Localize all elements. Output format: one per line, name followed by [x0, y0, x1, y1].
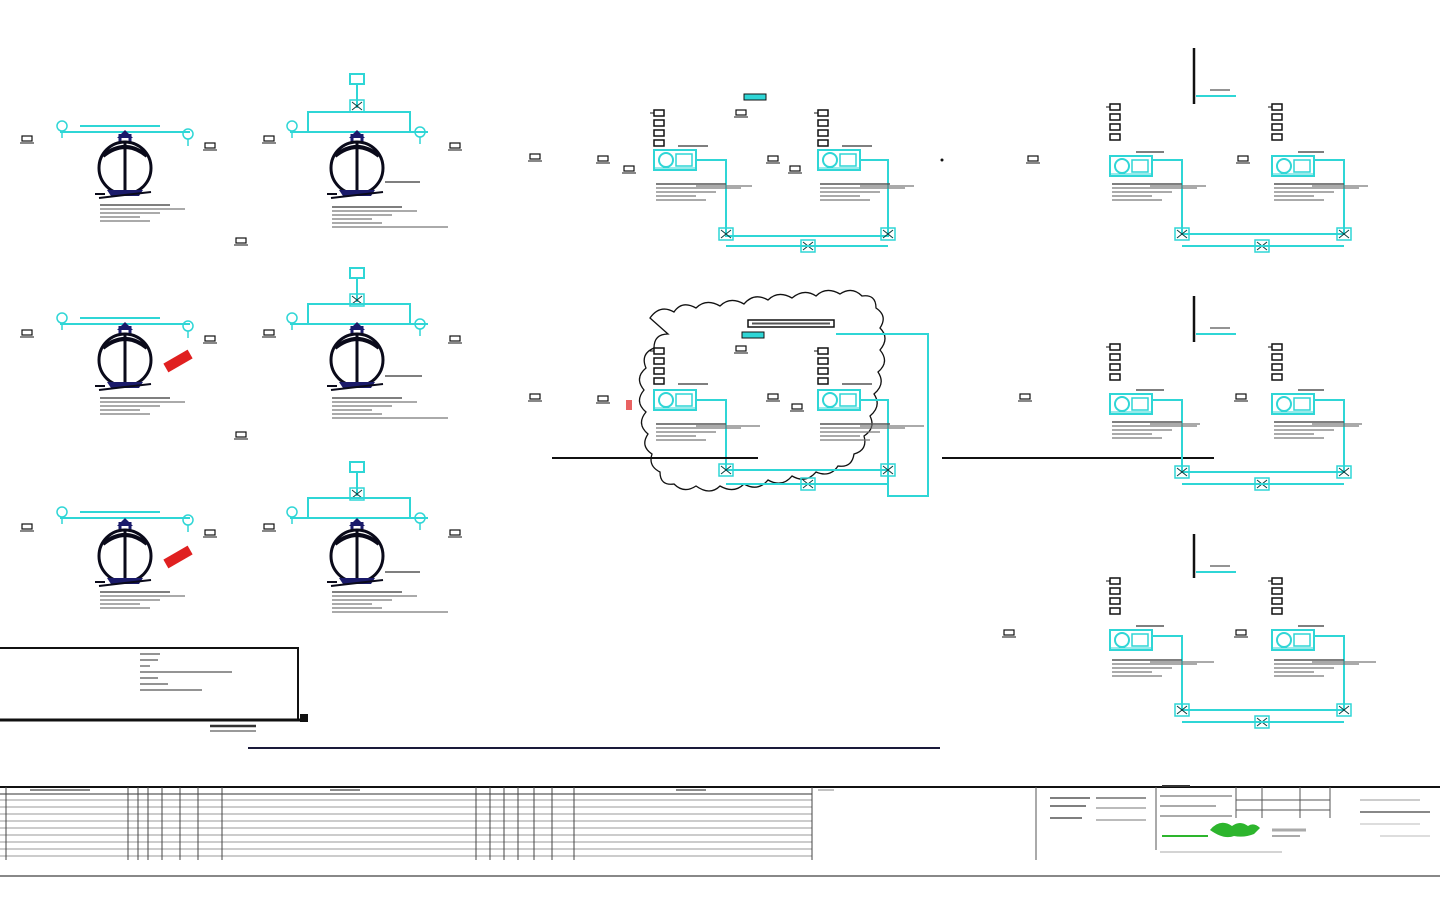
- pump-set-right-2: [1017, 296, 1362, 491]
- pressure-vessel-icon: [93, 128, 153, 200]
- pump-icon: [1271, 155, 1315, 177]
- logo-icon: [1162, 822, 1306, 838]
- legend-box: [0, 647, 308, 732]
- title-block: [0, 785, 1440, 877]
- pressure-vessel-icon: [325, 516, 385, 588]
- pump-icon: [1109, 155, 1153, 177]
- pump-icon: [1109, 629, 1153, 651]
- pressure-vessel-icon: [325, 128, 385, 200]
- revision-cloud-icon: [638, 289, 886, 492]
- pump-set-mid-bottom: [527, 331, 1214, 497]
- vessel-group-2b: [261, 267, 463, 419]
- vessel-group-1a: [19, 120, 218, 222]
- pump-icon: [653, 389, 697, 411]
- pressure-vessel-icon: [93, 516, 153, 588]
- pump-icon: [817, 149, 861, 171]
- highlight-marker: [163, 545, 193, 569]
- pump-icon: [1271, 393, 1315, 415]
- pump-icon: [1271, 629, 1315, 651]
- pump-set-right-1: [1025, 48, 1368, 253]
- pressure-vessel-icon: [93, 320, 153, 392]
- revision-table: [0, 787, 834, 860]
- vessel-group-1c: [19, 506, 218, 609]
- vessel-group-2a: [261, 73, 463, 228]
- pump-icon: [653, 149, 697, 171]
- vessel-group-2c: [261, 461, 463, 613]
- pump-icon: [1109, 393, 1153, 415]
- pressure-vessel-icon: [325, 320, 385, 392]
- vessel-group-1b: [19, 312, 218, 415]
- pump-icon: [817, 389, 861, 411]
- highlight-marker: [163, 349, 193, 373]
- pump-set-mid-top: [527, 93, 944, 253]
- pump-set-right-3: [1001, 534, 1376, 729]
